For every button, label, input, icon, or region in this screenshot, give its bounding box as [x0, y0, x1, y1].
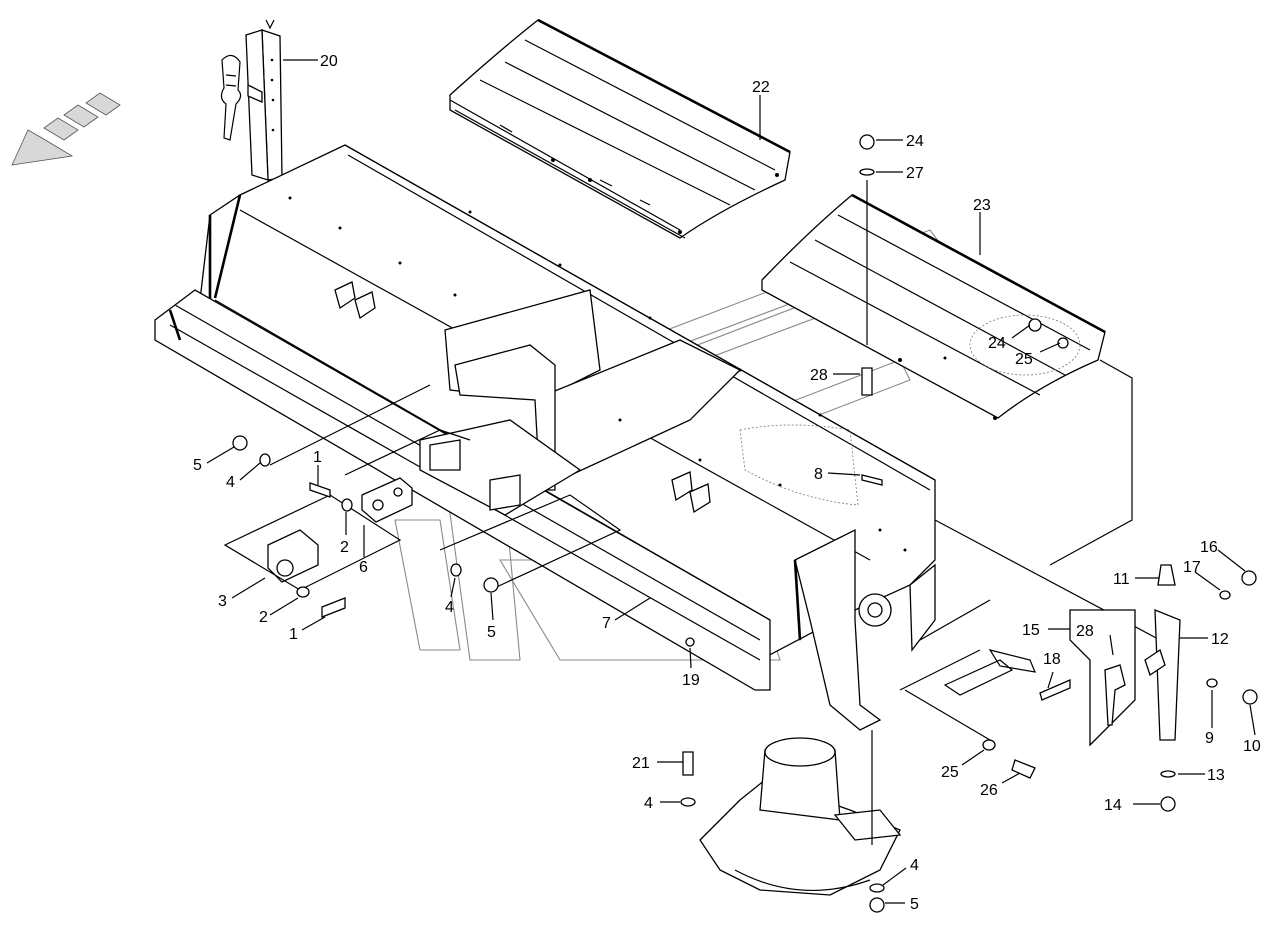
callout-labels: 20 22 24 27 23 24 25 28 8 5 4 1 2 6 3 2 … — [193, 53, 1261, 913]
part-3-plate — [267, 529, 319, 583]
main-housing-frame — [154, 144, 1161, 731]
callout-4: 4 — [445, 599, 454, 616]
callout-leaders — [206, 59, 1256, 904]
callout-10: 10 — [1243, 738, 1261, 755]
part-22-cover-panel — [449, 18, 791, 239]
callout-20: 20 — [320, 53, 338, 70]
callout-24: 24 — [988, 335, 1006, 352]
callout-28: 28 — [1076, 623, 1094, 640]
callout-19: 19 — [682, 672, 700, 689]
callout-2: 2 — [340, 539, 349, 556]
callout-4: 4 — [910, 857, 919, 874]
callout-27: 27 — [906, 165, 924, 182]
callout-26: 26 — [980, 782, 998, 799]
gearbox-housing — [699, 730, 902, 896]
callout-2: 2 — [259, 609, 268, 626]
fasteners — [232, 134, 1258, 913]
callout-11: 11 — [1113, 571, 1130, 588]
callout-14: 14 — [1104, 797, 1122, 814]
part-6-plate — [361, 477, 413, 523]
callout-5: 5 — [193, 457, 202, 474]
callout-3: 3 — [218, 593, 227, 610]
callout-22: 22 — [752, 79, 770, 96]
callout-23: 23 — [973, 197, 991, 214]
assembly-outline-lines — [223, 384, 991, 741]
callout-16: 16 — [1200, 539, 1218, 556]
callout-24: 24 — [906, 133, 924, 150]
direction-arrow-icon — [11, 92, 121, 166]
part-20-bracket — [220, 19, 283, 181]
part-12-bracket — [1144, 609, 1181, 741]
callout-5: 5 — [487, 624, 496, 641]
callout-5: 5 — [910, 896, 919, 913]
callout-13: 13 — [1207, 767, 1225, 784]
callout-9: 9 — [1205, 730, 1214, 747]
callout-8: 8 — [814, 466, 823, 483]
part-15-latch-plate — [1069, 609, 1136, 747]
callout-17: 17 — [1183, 559, 1201, 576]
callout-15: 15 — [1022, 622, 1040, 639]
callout-25: 25 — [941, 764, 959, 781]
callout-28: 28 — [810, 367, 828, 384]
part-23-cover-panel — [761, 193, 1106, 420]
callout-18: 18 — [1043, 651, 1061, 668]
callout-1: 1 — [313, 449, 322, 466]
callout-21: 21 — [632, 755, 650, 772]
latch-handle — [943, 649, 1036, 696]
callout-12: 12 — [1211, 631, 1229, 648]
callout-4: 4 — [644, 795, 653, 812]
callout-4: 4 — [226, 474, 235, 491]
callout-25: 25 — [1015, 351, 1033, 368]
callout-6: 6 — [359, 559, 368, 576]
callout-1: 1 — [289, 626, 298, 643]
callout-7: 7 — [602, 615, 611, 632]
